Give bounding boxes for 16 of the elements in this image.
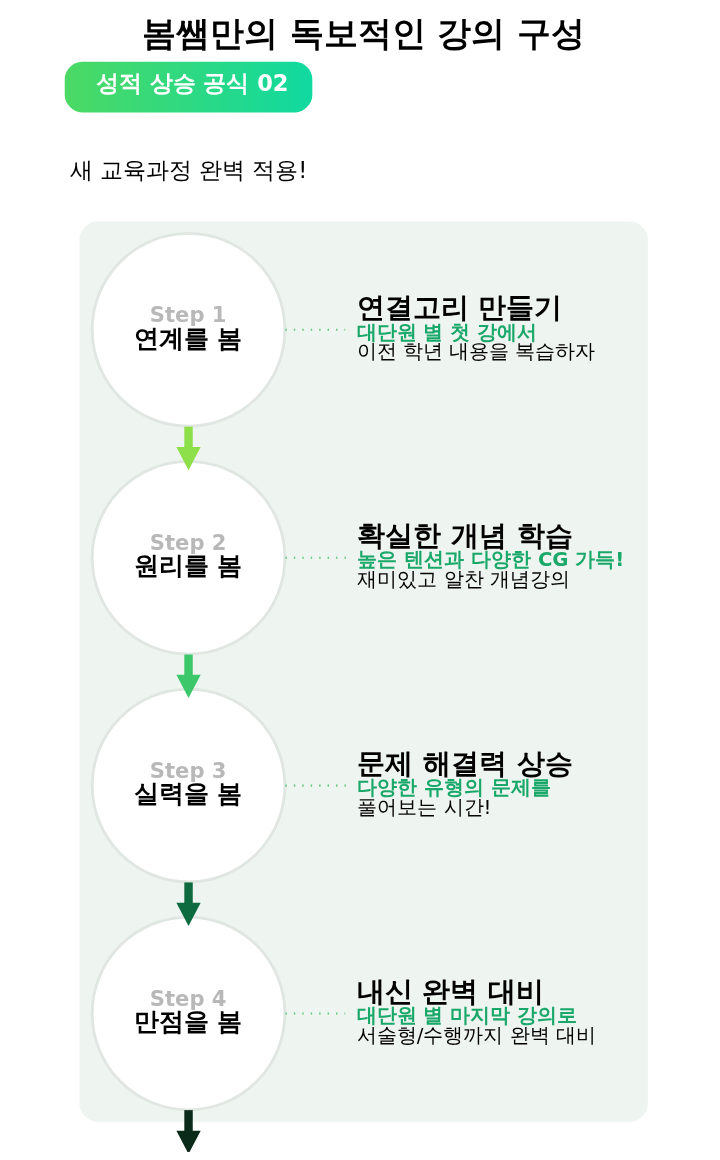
node-text: 내신 완벽 대비 대단원 별 마지막 강의로 서술형/수행까지 완벽 대비 (356, 974, 596, 1047)
node-text: 연결고리 만들기 대단원 별 첫 강에서 이전 학년 내용을 복습하자 (356, 291, 595, 364)
arrow (175, 654, 201, 699)
node-text: 확실한 개념 학습 높은 텐션과 다양한 CG 가득! 재미있고 알찬 개념강의 (356, 519, 624, 592)
diagram-title: 봄쌤만의 독보적인 강의 구성 (141, 14, 585, 54)
node-box: 성적 상승 공식 02 (64, 61, 312, 113)
label: 새 교육과정 완벽 적용! (69, 157, 307, 184)
arrow (175, 426, 201, 471)
node-circle: Step 1 연계를 봄 (90, 232, 286, 428)
cluster (79, 221, 648, 1122)
arrow (175, 882, 201, 926)
node-circle: Step 2 원리를 봄 (90, 459, 286, 656)
arrow (175, 1110, 201, 1152)
node-circle: Step 3 실력을 봄 (90, 687, 286, 884)
node-text: 문제 해결력 상승 다양한 유형의 문제를 풀어보는 시간! (356, 746, 573, 819)
node-circle: Step 4 만점을 봄 (90, 915, 286, 1112)
